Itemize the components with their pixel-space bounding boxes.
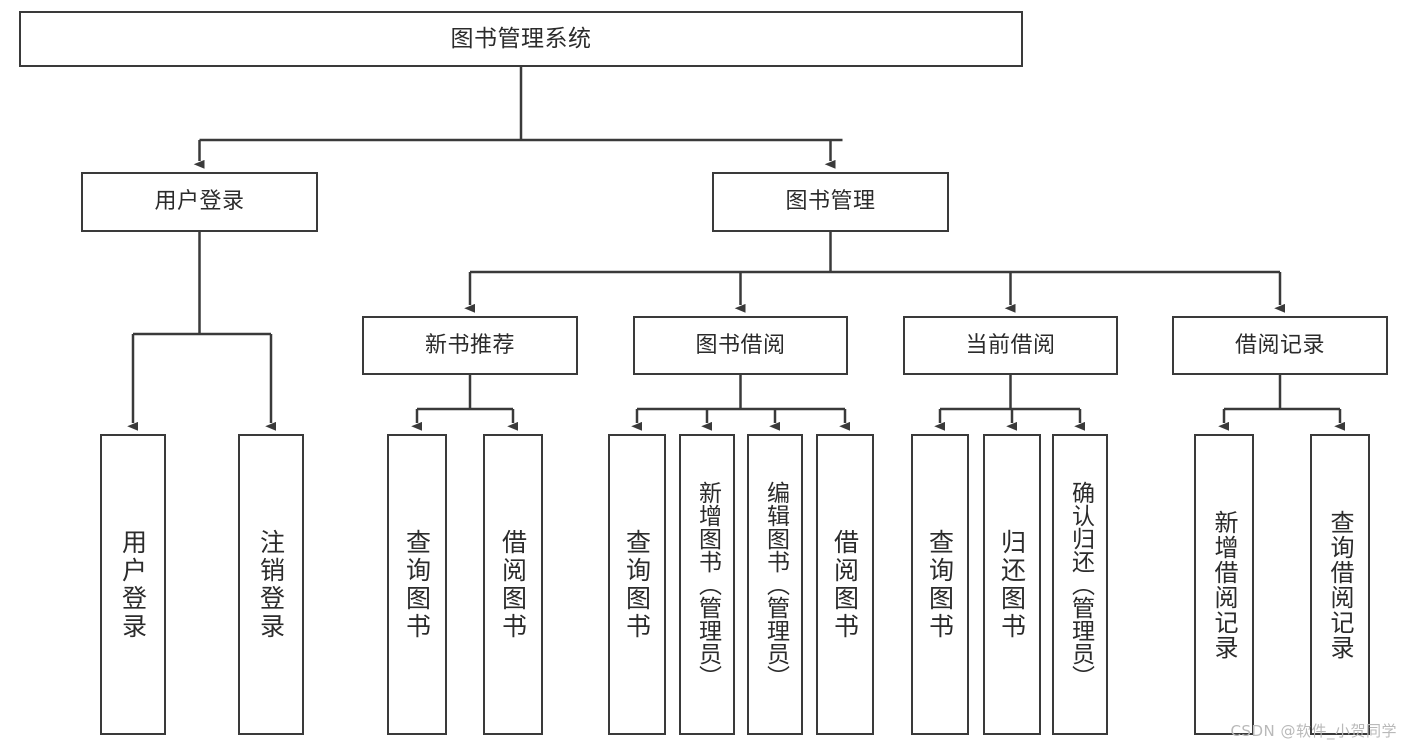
node-new-book-recommend-label: 新书推荐 — [424, 332, 515, 358]
node-root[interactable]: 图书管理系统 — [19, 11, 1023, 67]
node-leaf-confirm-return-label: 确认归还（管理员） — [1067, 481, 1094, 688]
node-book-manage-label: 图书管理 — [785, 189, 876, 214]
node-leaf-borrow-book-rec-label: 借阅图书 — [498, 528, 528, 641]
node-leaf-confirm-return[interactable]: 确认归还（管理员） — [1052, 434, 1108, 735]
node-leaf-add-record-label: 新增借阅记录 — [1210, 509, 1238, 660]
node-leaf-return-book[interactable]: 归还图书 — [983, 434, 1041, 735]
node-leaf-edit-book-label: 编辑图书（管理员） — [762, 481, 789, 688]
node-leaf-query-book-br-label: 查询图书 — [622, 528, 652, 641]
node-book-borrow-label: 图书借阅 — [695, 332, 786, 358]
node-leaf-query-record-label: 查询借阅记录 — [1326, 509, 1354, 660]
node-leaf-query-book-br[interactable]: 查询图书 — [608, 434, 666, 735]
node-leaf-logout[interactable]: 注销登录 — [238, 434, 304, 735]
node-borrow-record[interactable]: 借阅记录 — [1172, 316, 1388, 375]
node-leaf-add-record[interactable]: 新增借阅记录 — [1194, 434, 1254, 735]
node-leaf-borrow-book-br-label: 借阅图书 — [830, 528, 860, 641]
node-current-borrow[interactable]: 当前借阅 — [903, 316, 1118, 375]
node-current-borrow-label: 当前借阅 — [965, 332, 1056, 358]
node-leaf-logout-label: 注销登录 — [256, 528, 286, 641]
node-new-book-recommend[interactable]: 新书推荐 — [362, 316, 578, 375]
node-borrow-record-label: 借阅记录 — [1234, 332, 1325, 358]
node-leaf-user-login[interactable]: 用户登录 — [100, 434, 166, 735]
node-user-login-label: 用户登录 — [154, 189, 245, 214]
node-leaf-query-book-cb-label: 查询图书 — [925, 528, 955, 641]
node-leaf-query-book-rec[interactable]: 查询图书 — [387, 434, 447, 735]
node-book-manage[interactable]: 图书管理 — [712, 172, 949, 232]
node-leaf-borrow-book-rec[interactable]: 借阅图书 — [483, 434, 543, 735]
node-leaf-query-book-rec-label: 查询图书 — [402, 528, 432, 641]
csdn-watermark: CSDN @软件_小贺同学 — [1230, 722, 1397, 740]
node-root-label: 图书管理系统 — [450, 25, 592, 52]
node-leaf-user-login-label: 用户登录 — [118, 528, 148, 641]
node-leaf-add-book-label: 新增图书（管理员） — [694, 481, 721, 688]
node-leaf-query-book-cb[interactable]: 查询图书 — [911, 434, 969, 735]
node-leaf-return-book-label: 归还图书 — [997, 528, 1027, 641]
node-leaf-edit-book[interactable]: 编辑图书（管理员） — [747, 434, 803, 735]
node-leaf-add-book[interactable]: 新增图书（管理员） — [679, 434, 735, 735]
node-leaf-query-record[interactable]: 查询借阅记录 — [1310, 434, 1370, 735]
node-book-borrow[interactable]: 图书借阅 — [633, 316, 848, 375]
node-leaf-borrow-book-br[interactable]: 借阅图书 — [816, 434, 874, 735]
node-user-login[interactable]: 用户登录 — [81, 172, 318, 232]
